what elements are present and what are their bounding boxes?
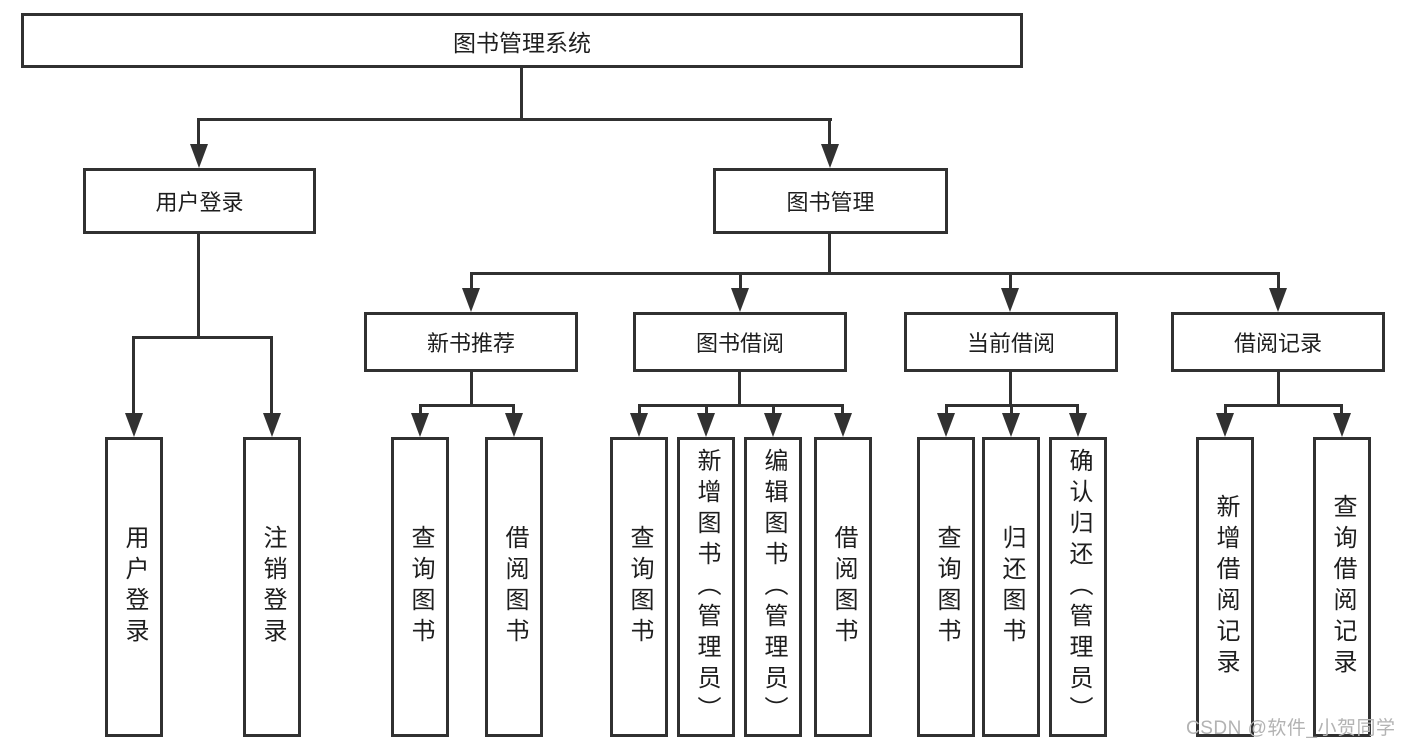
leaf-borrow-add-book-admin: 新增图书（管理员）	[677, 437, 735, 737]
connector-segment	[470, 272, 1280, 275]
connector-segment	[1010, 404, 1013, 415]
leaf-borrow-borrow-books: 借阅图书	[814, 437, 872, 737]
arrowhead-down-icon	[1269, 288, 1287, 312]
connector-segment	[1277, 272, 1280, 290]
connector-segment	[520, 68, 523, 121]
leaf-newbook-query-books: 查询图书	[391, 437, 449, 737]
node-library-management-system: 图书管理系统	[21, 13, 1023, 68]
leaf-current-return-books: 归还图书	[982, 437, 1040, 737]
node-user-login: 用户登录	[83, 168, 316, 234]
connector-segment	[1277, 372, 1280, 406]
arrowhead-down-icon	[505, 413, 523, 437]
node-current-borrowing-label: 当前借阅	[966, 331, 1055, 356]
connector-segment	[705, 404, 708, 415]
arrowhead-down-icon	[1001, 288, 1019, 312]
connector-segment	[512, 404, 515, 415]
node-borrowing-records: 借阅记录	[1171, 312, 1385, 372]
connector-segment	[419, 404, 515, 407]
node-book-borrowing-label: 图书借阅	[695, 331, 784, 356]
connector-segment	[945, 404, 948, 415]
leaf-record-query-borrow-record: 查询借阅记录	[1313, 437, 1371, 737]
connector-segment	[1076, 404, 1079, 415]
leaf-borrow-edit-book-admin-label: 编辑图书（管理员）	[760, 447, 787, 727]
connector-segment	[132, 336, 273, 339]
leaf-borrow-query-books: 查询图书	[610, 437, 668, 737]
node-user-login-label: 用户登录	[155, 190, 244, 215]
leaf-borrow-query-books-label: 查询图书	[626, 525, 653, 649]
connector-segment	[828, 118, 831, 148]
leaf-current-query-books: 查询图书	[917, 437, 975, 737]
connector-segment	[739, 272, 742, 290]
csdn-watermark: CSDN @软件_小贺同学	[1186, 718, 1396, 739]
connector-segment	[772, 404, 775, 415]
leaf-current-return-books-label: 归还图书	[998, 525, 1025, 649]
leaf-borrow-add-book-admin-label: 新增图书（管理员）	[693, 447, 720, 727]
node-current-borrowing: 当前借阅	[904, 312, 1118, 372]
node-library-management-system-label: 图书管理系统	[453, 29, 591, 56]
leaf-logout-label: 注销登录	[259, 525, 286, 649]
connector-segment	[419, 404, 422, 415]
arrowhead-down-icon	[821, 144, 839, 168]
node-book-management-label: 图书管理	[786, 190, 875, 215]
arrowhead-down-icon	[731, 288, 749, 312]
arrowhead-down-icon	[125, 413, 143, 437]
arrowhead-down-icon	[411, 413, 429, 437]
leaf-current-query-books-label: 查询图书	[933, 525, 960, 649]
leaf-borrow-edit-book-admin: 编辑图书（管理员）	[744, 437, 802, 737]
connector-segment	[197, 118, 200, 148]
connector-segment	[738, 372, 741, 406]
arrowhead-down-icon	[1333, 413, 1351, 437]
leaf-newbook-borrow-books: 借阅图书	[485, 437, 543, 737]
connector-segment	[638, 404, 641, 415]
arrowhead-down-icon	[1216, 413, 1234, 437]
node-new-book-recommend-label: 新书推荐	[426, 331, 515, 356]
connector-segment	[841, 404, 844, 415]
leaf-newbook-query-books-label: 查询图书	[407, 525, 434, 649]
leaf-record-query-borrow-record-label: 查询借阅记录	[1329, 494, 1356, 680]
leaf-user-login-label: 用户登录	[121, 525, 148, 649]
node-book-borrowing: 图书借阅	[633, 312, 847, 372]
connector-segment	[1224, 404, 1227, 415]
arrowhead-down-icon	[263, 413, 281, 437]
connector-segment	[470, 272, 473, 290]
leaf-current-confirm-return-admin-label: 确认归还（管理员）	[1065, 447, 1092, 727]
leaf-newbook-borrow-books-label: 借阅图书	[501, 525, 528, 649]
leaf-borrow-borrow-books-label: 借阅图书	[830, 525, 857, 649]
leaf-record-add-borrow-record: 新增借阅记录	[1196, 437, 1254, 737]
leaf-user-login: 用户登录	[105, 437, 163, 737]
leaf-current-confirm-return-admin: 确认归还（管理员）	[1049, 437, 1107, 737]
arrowhead-down-icon	[1002, 413, 1020, 437]
arrowhead-down-icon	[462, 288, 480, 312]
leaf-record-add-borrow-record-label: 新增借阅记录	[1212, 494, 1239, 680]
connector-segment	[638, 404, 844, 407]
node-book-management: 图书管理	[713, 168, 948, 234]
arrowhead-down-icon	[190, 144, 208, 168]
connector-segment	[828, 234, 831, 275]
arrowhead-down-icon	[1069, 413, 1087, 437]
arrowhead-down-icon	[630, 413, 648, 437]
connector-segment	[1340, 404, 1343, 415]
connector-segment	[470, 372, 473, 406]
connector-segment	[1009, 272, 1012, 290]
connector-segment	[270, 336, 273, 416]
arrowhead-down-icon	[697, 413, 715, 437]
connector-segment	[1009, 372, 1012, 406]
arrowhead-down-icon	[764, 413, 782, 437]
leaf-logout: 注销登录	[243, 437, 301, 737]
connector-segment	[197, 118, 832, 121]
arrowhead-down-icon	[834, 413, 852, 437]
connector-segment	[1224, 404, 1343, 407]
node-new-book-recommend: 新书推荐	[364, 312, 578, 372]
node-borrowing-records-label: 借阅记录	[1233, 331, 1322, 356]
connector-segment	[197, 234, 200, 339]
arrowhead-down-icon	[937, 413, 955, 437]
connector-segment	[132, 336, 135, 416]
